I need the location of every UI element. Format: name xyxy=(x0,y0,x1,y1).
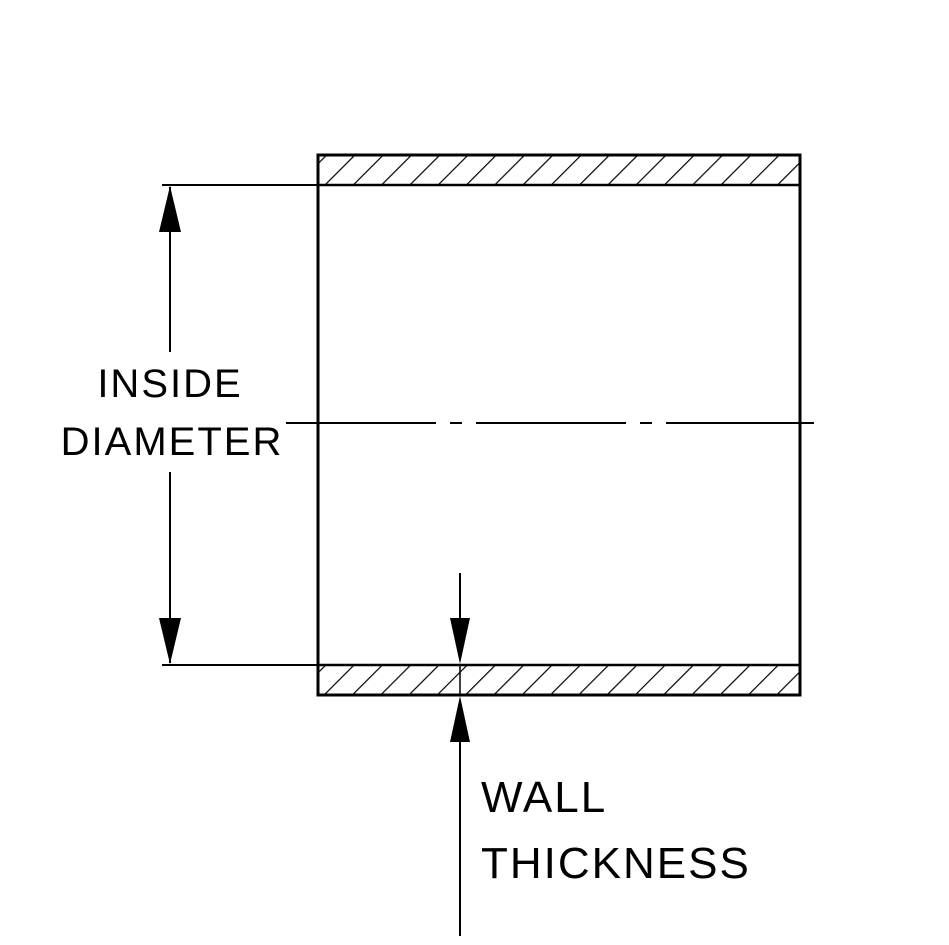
inside-diameter-label-line2: DIAMETER xyxy=(61,420,284,464)
arrowhead-up-at-wall-icon xyxy=(450,696,470,742)
wall-thickness-dimension: WALL THICKNESS xyxy=(450,573,751,936)
arrowhead-up-icon xyxy=(159,186,181,232)
arrowhead-down-at-wall-icon xyxy=(450,618,470,664)
inside-diameter-label-line1: INSIDE xyxy=(97,362,242,406)
arrowhead-down-icon xyxy=(159,618,181,664)
tube-body xyxy=(316,153,802,697)
inside-diameter-dimension: INSIDE DIAMETER xyxy=(61,184,318,666)
tube-bottom-wall xyxy=(316,663,802,697)
tube-cross-section xyxy=(316,153,802,697)
tube-top-wall xyxy=(316,153,802,187)
wall-thickness-label-line2: THICKNESS xyxy=(481,839,751,888)
wall-thickness-label-line1: WALL xyxy=(481,773,607,822)
